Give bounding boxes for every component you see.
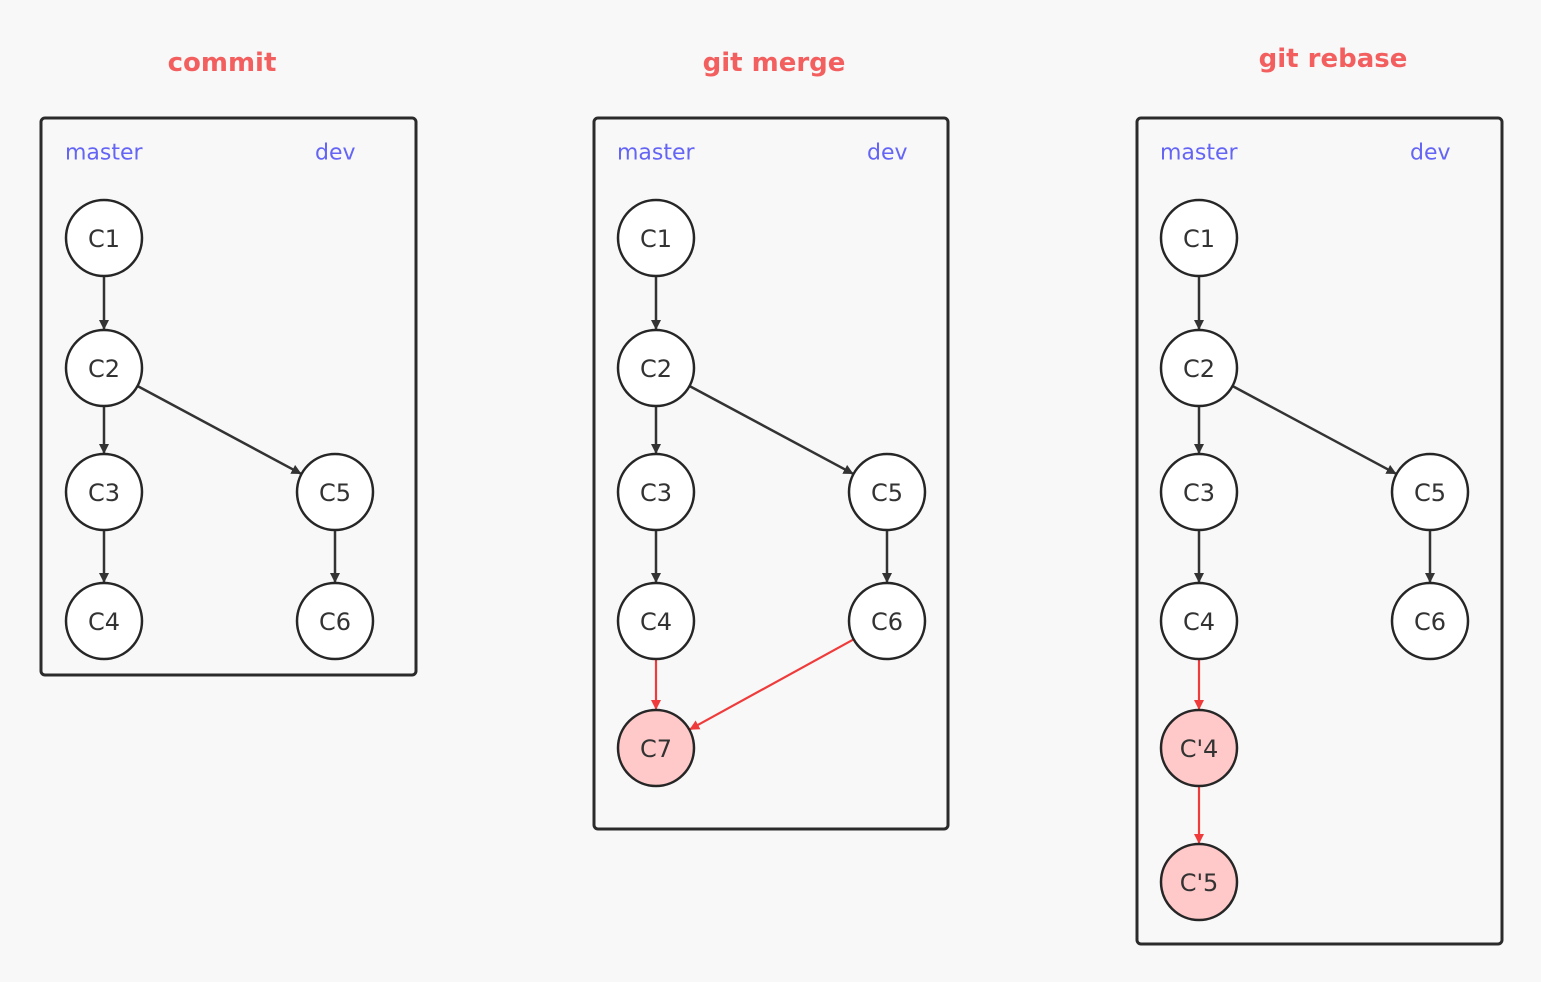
commit-label: C6 (1414, 608, 1446, 636)
commit-node-C5: C5 (847, 452, 927, 532)
branch-label-dev: dev (1410, 141, 1451, 166)
panel-title-commit: commit (167, 48, 277, 78)
commit-circle (1159, 198, 1239, 278)
commit-label: C1 (1183, 225, 1215, 253)
commit-label: C1 (640, 225, 672, 253)
commit-circle (616, 708, 696, 788)
commit-node-C5: C5 (295, 452, 375, 532)
commit-circle (616, 328, 696, 408)
commit-node-C6: C6 (295, 581, 375, 661)
commit-label: C7 (640, 735, 672, 763)
commit-label: C2 (88, 355, 120, 383)
commit-node-C1: C1 (1159, 198, 1239, 278)
panel-frame (39, 116, 418, 677)
commit-label: C3 (640, 479, 672, 507)
commit-circle (847, 581, 927, 661)
branch-label-master: master (65, 141, 144, 166)
commit-node-C2: C2 (616, 328, 696, 408)
branch-label-dev: dev (867, 141, 908, 166)
commit-node-C4: C4 (1159, 581, 1239, 661)
branch-label-master: master (1160, 141, 1239, 166)
commit-label: C'4 (1180, 735, 1219, 763)
commit-label: C'5 (1180, 869, 1219, 897)
panel-frame (1135, 116, 1504, 946)
edge-C2-to-C5 (1231, 384, 1397, 475)
commit-node-C2: C2 (64, 328, 144, 408)
commit-node-C5: C5 (1390, 452, 1470, 532)
commit-label: C4 (1183, 608, 1215, 636)
commit-node-C1: C1 (616, 198, 696, 278)
commit-circle (1390, 452, 1470, 532)
commit-label: C6 (319, 608, 351, 636)
commit-circle (64, 452, 144, 532)
commit-node-C3: C3 (64, 452, 144, 532)
commit-label: C2 (640, 355, 672, 383)
commit-circle (616, 198, 696, 278)
commit-circle (1159, 708, 1239, 788)
commit-label: C3 (88, 479, 120, 507)
commit-node-C5p: C'5 (1159, 842, 1239, 922)
commit-label: C5 (1414, 479, 1446, 507)
commit-label: C2 (1183, 355, 1215, 383)
edge-C2-to-C5 (688, 384, 854, 475)
commit-label: C5 (871, 479, 903, 507)
commit-circle (616, 581, 696, 661)
commit-node-C6: C6 (847, 581, 927, 661)
commit-node-C4p: C'4 (1159, 708, 1239, 788)
commit-label: C1 (88, 225, 120, 253)
edge-C6-to-C7 (689, 638, 855, 731)
commit-node-C7: C7 (616, 708, 696, 788)
commit-label: C4 (88, 608, 120, 636)
commit-circle (1159, 581, 1239, 661)
panel-title-git-rebase: git rebase (1258, 44, 1408, 74)
commit-label: C4 (640, 608, 672, 636)
commit-node-C1: C1 (64, 198, 144, 278)
branch-label-dev: dev (315, 141, 356, 166)
commit-circle (1159, 842, 1239, 922)
commit-circle (1390, 581, 1470, 661)
commit-node-C3: C3 (616, 452, 696, 532)
commit-node-C4: C4 (616, 581, 696, 661)
commit-node-C3: C3 (1159, 452, 1239, 532)
commit-circle (1159, 328, 1239, 408)
commit-circle (847, 452, 927, 532)
commit-label: C5 (319, 479, 351, 507)
commit-circle (295, 452, 375, 532)
edge-C2-to-C5 (136, 384, 302, 475)
panel-frame (592, 116, 950, 831)
commit-node-C2: C2 (1159, 328, 1239, 408)
commit-circle (64, 198, 144, 278)
commit-label: C6 (871, 608, 903, 636)
commit-circle (1159, 452, 1239, 532)
commit-circle (64, 581, 144, 661)
commit-node-C4: C4 (64, 581, 144, 661)
commit-circle (295, 581, 375, 661)
commit-circle (616, 452, 696, 532)
commit-circle (64, 328, 144, 408)
branch-label-master: master (617, 141, 696, 166)
commit-label: C3 (1183, 479, 1215, 507)
panel-title-git-merge: git merge (702, 48, 846, 78)
commit-node-C6: C6 (1390, 581, 1470, 661)
